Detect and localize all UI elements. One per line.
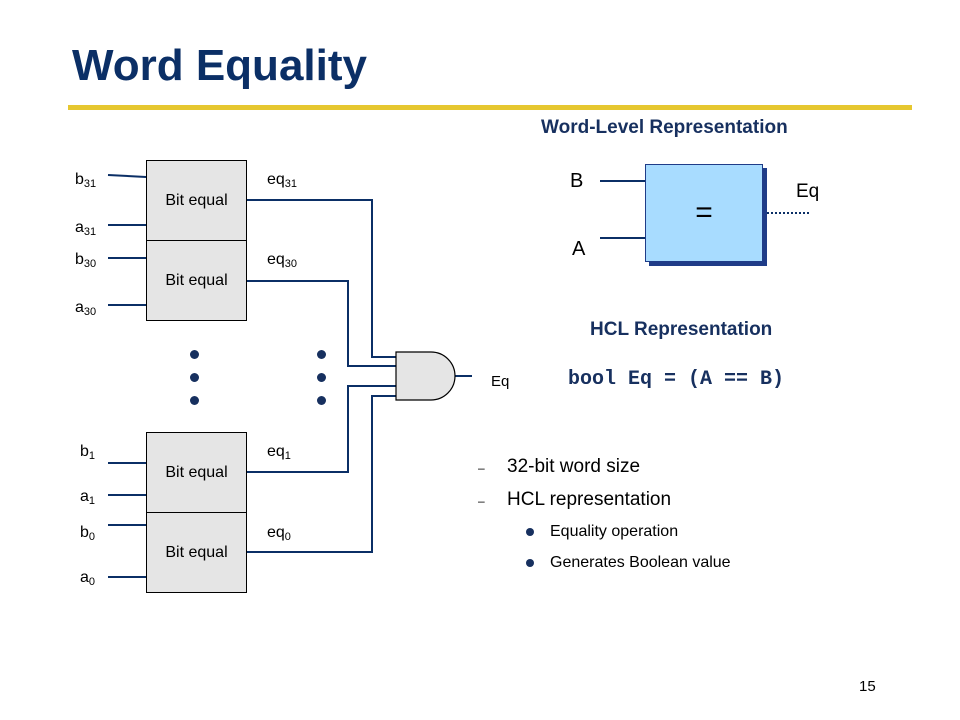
input-label-b30: b30 <box>75 251 97 270</box>
hcl-code: bool Eq = (A == B) <box>568 368 785 391</box>
output-label-eq30: eq30 <box>267 251 298 270</box>
dash-marker: – <box>478 461 485 475</box>
output-label-eq0: eq0 <box>267 524 291 543</box>
bullet-dot-icon <box>526 559 534 567</box>
input-label-b1: b1 <box>80 443 96 462</box>
equality-operator: = <box>695 196 713 229</box>
bit-equal-block-31: Bit equal <box>146 160 247 241</box>
bit-equal-label: Bit equal <box>165 543 228 561</box>
wire-eq31 <box>247 199 396 358</box>
bit-equal-label: Bit equal <box>165 463 228 481</box>
word-level-heading: Word-Level Representation <box>541 117 788 138</box>
bullet-text: 32-bit word size <box>507 456 641 477</box>
input-label-a1: a1 <box>80 488 96 507</box>
hcl-heading: HCL Representation <box>590 319 773 340</box>
wire-eq30 <box>247 280 396 367</box>
and-gate <box>395 351 456 401</box>
output-label-eq1: eq1 <box>267 443 291 462</box>
ellipsis-dot <box>317 350 326 359</box>
word-input-label-b: B <box>570 170 584 192</box>
bit-equal-block-30: Bit equal <box>146 240 247 321</box>
bit-equal-label: Bit equal <box>165 271 228 289</box>
word-input-label-a: A <box>572 238 586 260</box>
title-underline <box>68 105 912 110</box>
slide-title: Word Equality <box>72 41 367 90</box>
input-label-b0: b0 <box>80 524 96 543</box>
dash-marker: – <box>478 494 485 508</box>
sub-bullet-text: Equality operation <box>550 523 679 540</box>
ellipsis-dot <box>317 396 326 405</box>
bit-equal-block-0: Bit equal <box>146 512 247 593</box>
input-label-b31: b31 <box>75 171 97 190</box>
ellipsis-dot <box>317 373 326 382</box>
bullet-dot-icon <box>526 528 534 536</box>
input-label-a31: a31 <box>75 219 97 238</box>
input-label-a30: a30 <box>75 299 97 318</box>
gate-output-label: Eq <box>491 373 510 390</box>
wire-eq0 <box>247 395 396 553</box>
ellipsis-dot <box>190 396 199 405</box>
sub-bullet-text: Generates Boolean value <box>550 554 731 571</box>
ellipsis-dot <box>190 350 199 359</box>
wire-b31 <box>107 174 147 178</box>
output-label-eq31: eq31 <box>267 171 298 190</box>
bullet-text: HCL representation <box>507 489 672 510</box>
bullet-item: – HCL representation <box>478 489 671 511</box>
bit-equal-label: Bit equal <box>165 191 228 209</box>
wire-eq1 <box>247 385 396 473</box>
ellipsis-dot <box>190 373 199 382</box>
input-label-a0: a0 <box>80 569 96 588</box>
word-output-label-eq: Eq <box>796 181 820 202</box>
bit-equal-block-1: Bit equal <box>146 432 247 513</box>
word-level-equality-box: = <box>645 164 763 262</box>
page-number: 15 <box>859 678 876 695</box>
bullet-item: – 32-bit word size <box>478 456 640 478</box>
